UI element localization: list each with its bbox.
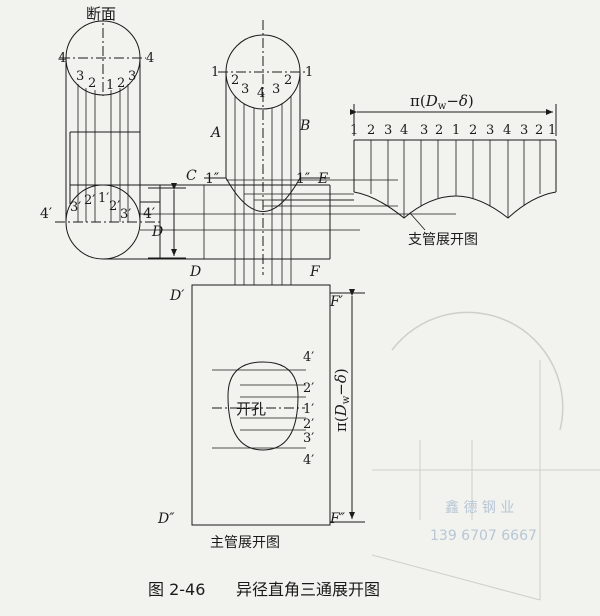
formula-pi: π( bbox=[410, 92, 426, 110]
left-inner-number: 2 bbox=[117, 76, 125, 91]
section-label: 断面 bbox=[86, 5, 116, 23]
branch-development-numbers: 1 2 3 4 3 2 1 2 3 4 3 2 1 bbox=[350, 123, 556, 138]
right-inner-number: 3 bbox=[272, 82, 280, 97]
right-section-circle bbox=[218, 20, 306, 275]
hole-number: 1′ bbox=[303, 402, 314, 417]
point-A: A bbox=[209, 125, 221, 141]
point-4-prime-left: 4′ bbox=[40, 206, 52, 222]
dimension-D bbox=[148, 183, 186, 259]
right-inner-number: 2 bbox=[284, 73, 292, 88]
left-outer-right-number: 4 bbox=[146, 51, 154, 66]
branch-development-label: 支管展开图 bbox=[408, 232, 478, 248]
point-E: E bbox=[317, 171, 328, 187]
branch-dev-number: 2 bbox=[535, 123, 543, 138]
branch-circle-number: 2′ bbox=[84, 193, 95, 208]
branch-circle-number: 3′ bbox=[120, 207, 131, 222]
branch-circle-inner-numbers: 3′ 2′ 1′ 2′ 3′ bbox=[70, 191, 131, 222]
branch-dev-number: 4 bbox=[400, 123, 408, 138]
hole-number: 4′ bbox=[303, 350, 314, 365]
point-4-prime-right: 4′ bbox=[143, 206, 155, 222]
branch-dev-number: 1 bbox=[350, 123, 358, 138]
point-D: D bbox=[189, 264, 201, 280]
formula-D: D bbox=[425, 92, 438, 110]
point-D-double-prime: D″ bbox=[157, 511, 175, 527]
branch-dev-number: 3 bbox=[420, 123, 428, 138]
left-circle-numbers: 4 4 3 2 1 2 3 bbox=[58, 51, 154, 93]
branch-dev-number: 3 bbox=[520, 123, 528, 138]
hole-label: 开孔 bbox=[236, 400, 266, 418]
point-B: B bbox=[299, 118, 310, 134]
left-inner-number: 2 bbox=[88, 76, 96, 91]
branch-circle-number: 3′ bbox=[70, 200, 81, 215]
left-outer-left-number: 4 bbox=[58, 51, 66, 66]
figure-number: 图 2-46 bbox=[148, 580, 205, 599]
point-F-double-prime: F″ bbox=[329, 511, 346, 527]
formula-close: ) bbox=[332, 368, 350, 374]
right-circle-numbers: 1 1 2 3 4 3 2 bbox=[211, 65, 313, 101]
formula-w: w bbox=[341, 395, 352, 404]
hole-number: 4′ bbox=[303, 453, 314, 468]
hole-numbers: 4′ 2′ 1′ 2′ 3′ 4′ bbox=[303, 350, 314, 468]
branch-dev-number: 1 bbox=[548, 123, 556, 138]
figure-title: 异径直角三通展开图 bbox=[236, 580, 380, 599]
formula-delta: δ bbox=[459, 92, 468, 110]
point-D-prime: D′ bbox=[169, 288, 185, 304]
branch-dev-number: 3 bbox=[384, 123, 392, 138]
main-pipe-side-view bbox=[55, 184, 331, 260]
formula-w: w bbox=[438, 101, 447, 112]
hole-number: 3′ bbox=[303, 431, 314, 446]
main-pipe-development bbox=[191, 284, 365, 526]
branch-circle-number: 2′ bbox=[109, 199, 120, 214]
formula-minus: − bbox=[446, 92, 459, 110]
point-F-prime: F′ bbox=[329, 294, 344, 310]
dimension-D-label: D bbox=[151, 224, 163, 240]
left-inner-number: 1 bbox=[106, 78, 114, 93]
hole-number: 2′ bbox=[303, 381, 314, 396]
watermark-company: 鑫 德 钢 业 bbox=[445, 499, 514, 516]
branch-dev-number: 2 bbox=[435, 123, 443, 138]
right-outer-left-number: 1 bbox=[211, 65, 219, 80]
branch-dev-number: 2 bbox=[469, 123, 477, 138]
formula-close: ) bbox=[468, 92, 474, 110]
branch-circle-number: 1′ bbox=[98, 191, 109, 206]
branch-dev-number: 1 bbox=[452, 123, 460, 138]
main-pipe-development-label: 主管展开图 bbox=[210, 535, 280, 551]
left-inner-number: 3 bbox=[128, 69, 136, 84]
right-branch-body bbox=[204, 72, 330, 285]
point-F: F bbox=[309, 264, 321, 280]
right-inner-number: 2 bbox=[231, 73, 239, 88]
formula-minus: − bbox=[332, 383, 350, 396]
left-inner-number: 3 bbox=[76, 69, 84, 84]
branch-dev-number: 3 bbox=[486, 123, 494, 138]
point-1-double-prime-right: 1″ bbox=[296, 171, 310, 187]
formula-D: D bbox=[332, 404, 350, 417]
branch-dev-number: 4 bbox=[503, 123, 511, 138]
show-through-background bbox=[371, 311, 600, 601]
projection-lines bbox=[140, 179, 456, 231]
branch-length-formula: π(Dw−δ) bbox=[410, 92, 474, 112]
branch-development bbox=[350, 104, 557, 231]
point-1-double-prime-left: 1″ bbox=[205, 171, 219, 187]
right-inner-number: 4 bbox=[257, 86, 265, 101]
right-inner-number: 3 bbox=[241, 82, 249, 97]
hole-number: 2′ bbox=[303, 417, 314, 432]
branch-dev-number: 2 bbox=[367, 123, 375, 138]
watermark-phone: 139 6707 6667 bbox=[430, 528, 537, 544]
main-pipe-length-formula: π(Dw−δ) bbox=[332, 368, 352, 432]
left-branch-body bbox=[65, 58, 141, 222]
formula-pi: π( bbox=[332, 416, 350, 432]
formula-delta: δ bbox=[332, 374, 350, 383]
point-C: C bbox=[186, 168, 197, 184]
right-outer-right-number: 1 bbox=[305, 65, 313, 80]
point-labels: A B C 1″ 1″ E D D F D′ F′ D″ F″ 4′ 4′ bbox=[40, 118, 346, 527]
hole-opening bbox=[212, 361, 306, 451]
